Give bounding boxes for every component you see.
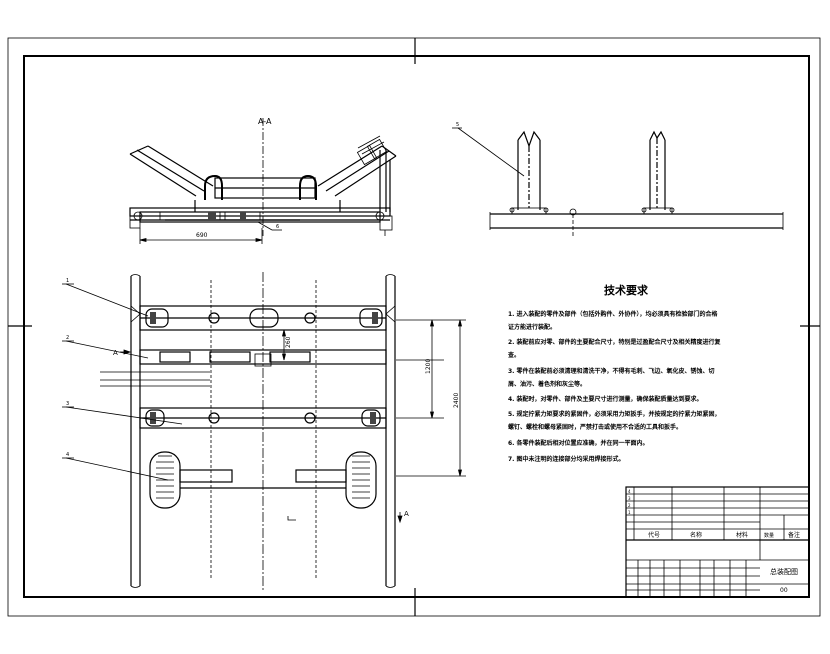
callout-6: 6 bbox=[276, 224, 279, 230]
dim-span2-text: 2400 bbox=[453, 393, 460, 408]
tech-line: 2. 装配前应对零、部件的主要配合尺寸，特别是过盈配合尺寸及相关精度进行复 bbox=[508, 338, 722, 346]
callout-4: 4 bbox=[66, 452, 69, 458]
col-name: 名称 bbox=[690, 531, 702, 539]
tech-line: 证方能进行装配。 bbox=[508, 323, 556, 331]
callout-1: 1 bbox=[66, 278, 69, 284]
section-mark-a2: A bbox=[404, 510, 409, 518]
col-code: 代号 bbox=[648, 531, 660, 539]
side-view: 5 bbox=[452, 122, 784, 236]
col-qty: 数量 bbox=[764, 532, 774, 539]
bom-no-4: 4 bbox=[628, 489, 631, 494]
tech-line: 6. 各零件装配后相对位置应准确，并在同一平面内。 bbox=[508, 439, 649, 447]
section-mark-a1: A bbox=[113, 349, 118, 357]
dim-width-text: 690 bbox=[196, 232, 208, 239]
tech-title: 技术要求 bbox=[604, 283, 649, 297]
bom-no-1: 1 bbox=[628, 510, 631, 515]
tech-line: 7. 图中未注明的连接部分均采用焊接形式。 bbox=[508, 455, 625, 463]
sheet-number: 00 bbox=[780, 587, 788, 594]
title-block: 4 3 2 1 代号 名称 材料 数量 备注 总装配图 00 bbox=[625, 486, 810, 598]
col-material: 材料 bbox=[736, 531, 748, 539]
plan-view: A A 1 2 3 4 bbox=[62, 272, 466, 590]
tech-line: 5. 规定拧紧力矩要求的紧固件，必须采用力矩扳手，并按规定的拧紧力矩紧固， bbox=[508, 410, 721, 418]
section-view-a-a: A-A bbox=[129, 117, 397, 244]
drawing-name: 总装配图 bbox=[770, 567, 798, 576]
technical-requirements: 技术要求 1. 进入装配的零件及部件（包括外购件、外协件），均必须具有检验部门的… bbox=[507, 283, 722, 463]
tech-line: 3. 零件在装配前必须清理和清洗干净，不得有毛刺、飞边、氧化皮、锈蚀、切 bbox=[508, 367, 715, 375]
bom-no-3: 3 bbox=[628, 496, 631, 501]
dim-span1-text: 1200 bbox=[425, 359, 432, 374]
bom-no-2: 2 bbox=[628, 503, 631, 508]
tech-line: 屑、油污、着色剂和灰尘等。 bbox=[507, 380, 586, 388]
centering-marks bbox=[8, 38, 820, 616]
callout-3: 3 bbox=[66, 401, 69, 407]
callout-2: 2 bbox=[66, 335, 69, 341]
tech-line: 螺钉、螺栓和螺母紧固时，严禁打击或使用不合适的工具和扳手。 bbox=[508, 423, 682, 431]
tech-line: 4. 装配时，对零件、部件及主要尺寸进行测量，确保装配质量达到要求。 bbox=[508, 395, 703, 403]
sheet-inner-frame bbox=[23, 55, 810, 598]
callout-5: 5 bbox=[456, 122, 459, 128]
tech-line: 查。 bbox=[507, 351, 520, 359]
col-note: 备注 bbox=[788, 531, 800, 539]
dim-pitch-text: 260 bbox=[285, 336, 292, 348]
sheet-outer-border bbox=[7, 37, 821, 617]
section-label: A-A bbox=[258, 117, 272, 126]
tech-line: 1. 进入装配的零件及部件（包括外购件、外协件），均必须具有检验部门的合格 bbox=[508, 310, 719, 318]
